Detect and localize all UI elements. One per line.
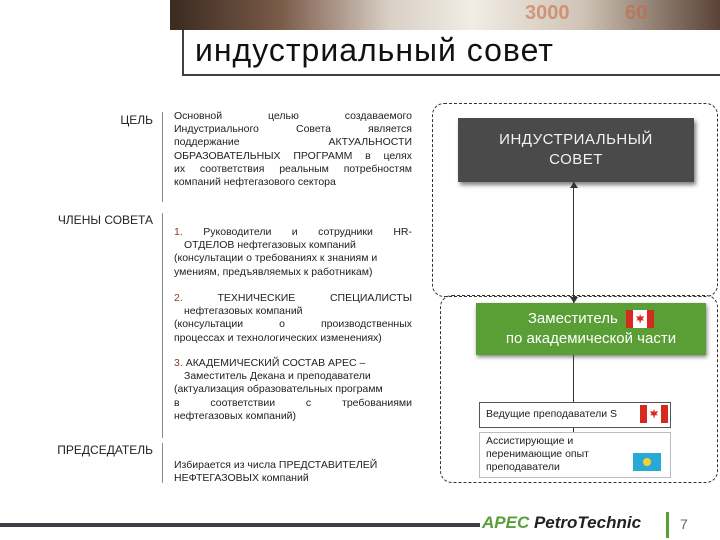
assistants-line: перенимающие опыт <box>486 448 589 460</box>
label-members: ЧЛЕНЫ СОВЕТА <box>57 213 153 227</box>
deputy-line: по академической части <box>505 330 677 347</box>
teachers-label: Ведущие преподаватели S <box>486 408 618 420</box>
logo-part: PetroTechnic <box>533 513 642 532</box>
member-line: умениям, предъявляемых к работникам) <box>174 265 373 278</box>
label-chair: ПРЕДСЕДАТЕЛЬ <box>57 443 153 457</box>
council-line: СОВЕТ <box>549 151 603 168</box>
member-line: нефтегазовых компаний) <box>174 409 297 422</box>
company-logo: APEC PetroTechnic <box>482 513 641 533</box>
member-line: (консультации о требованиях к знаниям и <box>174 252 378 265</box>
divider-line <box>162 112 163 202</box>
page-number-box: 7 <box>660 512 704 538</box>
goal-text: Основной целью создаваемого Индустриальн… <box>174 110 412 189</box>
council-line: ИНДУСТРИАЛЬНЫЙ <box>499 131 653 148</box>
assistants-line: Ассистирующие и <box>486 435 574 447</box>
banner-gauge-number: 3000 <box>525 2 570 24</box>
member-item-3: 3. АКАДЕМИЧЕСКИЙ СОСТАВ APEC – Заместите… <box>174 357 412 423</box>
arrow-head-down <box>570 297 578 303</box>
member-item-2: 2. ТЕХНИЧЕСКИЕ СПЕЦИАЛИСТЫ нефтегазовых … <box>174 292 412 345</box>
member-line: Руководители и сотрудники HR- <box>203 226 412 238</box>
member-number: 1. <box>174 226 183 238</box>
banner-gauge-number: 60 <box>625 2 648 24</box>
member-line: процессах и технологических изменениях) <box>174 331 382 344</box>
faculty-group-frame <box>440 295 718 483</box>
goal-line: Индустриального Совета является <box>174 123 412 136</box>
goal-line: поддержание АКТУАЛЬНОСТИ <box>174 136 412 149</box>
goal-line: компаний нефтегазового сектора <box>174 176 336 189</box>
header-banner: 3000 60 <box>170 0 720 30</box>
assistants-box: Ассистирующие и перенимающие опыт препод… <box>479 432 671 478</box>
page-title: индустриальный совет <box>195 32 554 68</box>
accent-bar <box>666 512 669 538</box>
council-group-frame <box>432 103 718 297</box>
teachers-box: Ведущие преподаватели S <box>479 402 671 428</box>
canada-flag-icon <box>640 405 668 423</box>
goal-line: ОБРАЗОВАТЕЛЬНЫХ ПРОГРАММ в целях <box>174 149 412 162</box>
member-line: (актуализация образовательных программ <box>174 383 383 396</box>
divider-line <box>162 213 163 438</box>
member-item-1: 1. Руководители и сотрудники HR- ОТДЕЛОВ… <box>174 226 412 279</box>
label-goal: ЦЕЛЬ <box>120 113 153 127</box>
divider-line <box>162 443 163 483</box>
goal-line: Основной целью создаваемого <box>174 110 412 122</box>
canada-flag-icon <box>626 310 655 329</box>
logo-part: APEC <box>482 513 530 532</box>
member-line: ОТДЕЛОВ нефтегазовых компаний <box>184 239 356 252</box>
member-line: нефтегазовых компаний <box>184 305 303 318</box>
member-line: ТЕХНИЧЕСКИЕ СПЕЦИАЛИСТЫ <box>217 292 412 304</box>
chair-line: НЕФТЕГАЗОВЫХ компаний <box>174 472 309 485</box>
member-line: Заместитель Декана и преподаватели <box>184 370 371 383</box>
member-line: в соответствии с требованиями <box>174 396 412 409</box>
deputy-line: Заместитель <box>527 310 618 327</box>
member-number: 3. <box>174 357 183 369</box>
goal-line: их соответствия реальным потребностям <box>174 162 412 175</box>
chair-text: Избирается из числа ПРЕДСТАВИТЕЛЕЙ НЕФТЕ… <box>174 459 412 485</box>
title-frame <box>182 30 720 76</box>
page-number: 7 <box>680 516 688 532</box>
member-number: 2. <box>174 292 183 304</box>
kazakhstan-flag-icon <box>633 453 661 471</box>
footer-rule <box>0 523 480 527</box>
chair-line: Избирается из числа ПРЕДСТАВИТЕЛЕЙ <box>174 459 378 471</box>
member-line: АКАДЕМИЧЕСКИЙ СОСТАВ APEC – <box>185 357 366 369</box>
council-box: ИНДУСТРИАЛЬНЫЙ СОВЕТ <box>458 118 694 182</box>
assistants-line: преподаватели <box>486 461 560 473</box>
member-line: (консультации о производственных <box>174 318 412 331</box>
link-arrow <box>573 182 574 303</box>
deputy-box: Заместитель по академической части <box>476 303 706 355</box>
arrow-head-up <box>570 182 578 188</box>
